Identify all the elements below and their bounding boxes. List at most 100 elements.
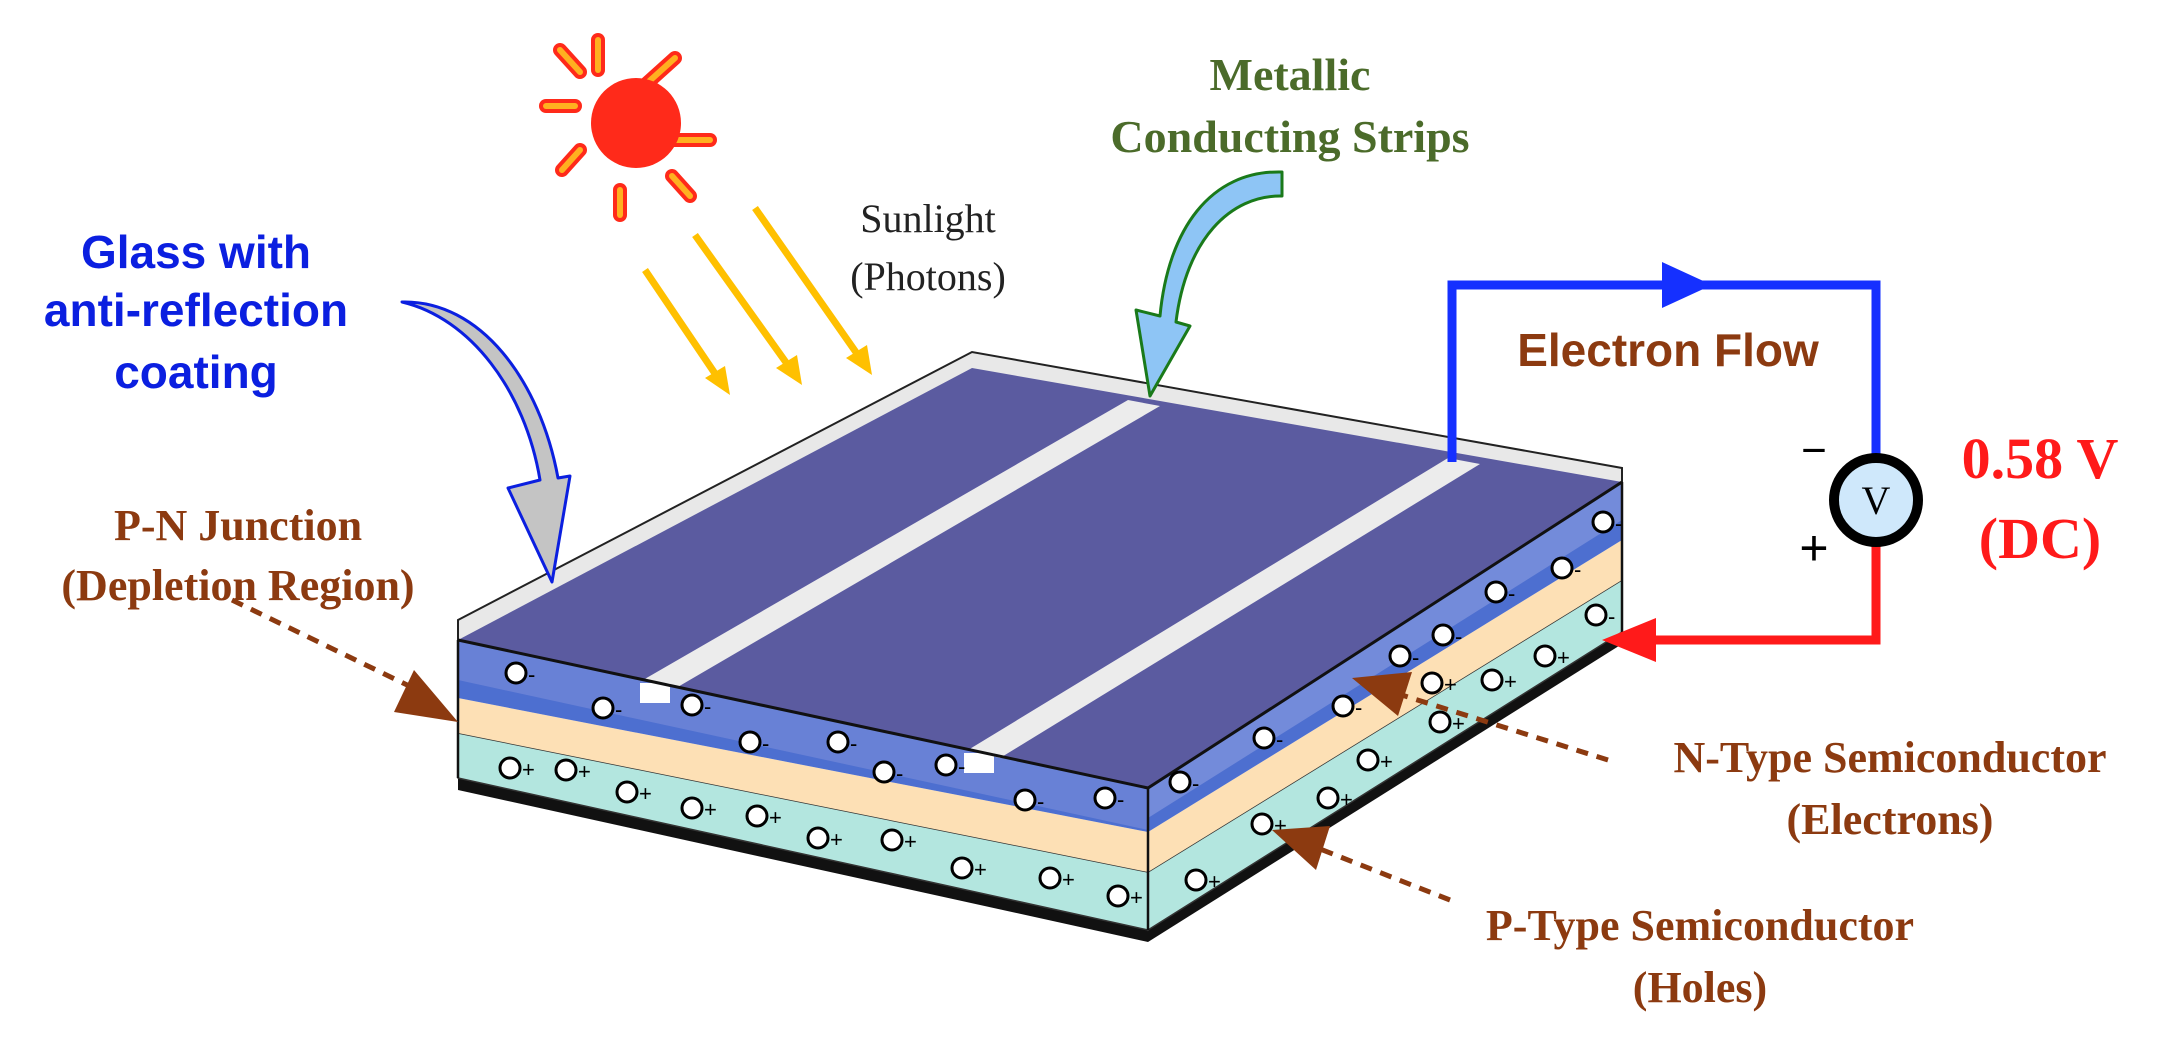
back-contact-side [1148, 632, 1622, 942]
hole-sign: + [904, 829, 917, 854]
electron-circle [591, 696, 615, 720]
p-type-pointer [1291, 835, 1451, 903]
metallic-callout-arrow [1134, 170, 1284, 398]
electron-circle [872, 760, 896, 784]
hole-circle [1420, 671, 1444, 695]
pn-junction-pointer [230, 597, 440, 703]
p-type-label: P-Type Semiconductor (Holes) [1486, 901, 1914, 1012]
hole-sign: + [769, 805, 782, 830]
negative-terminal: − [1801, 426, 1827, 475]
back-contact-front [458, 778, 1148, 942]
electron-sign: - [528, 662, 535, 687]
solar-cell [456, 350, 1624, 942]
hole-circle [615, 780, 639, 804]
n-type-line1: N-Type Semiconductor [1673, 733, 2106, 782]
voltage-type: (DC) [1979, 506, 2101, 571]
electron-sign: - [896, 761, 903, 786]
metallic-label: Metallic Conducting Strips [1110, 49, 1469, 162]
electron-circle [826, 730, 850, 754]
glass-label-line1: Glass with [81, 226, 311, 278]
hole-sign: + [1557, 645, 1570, 670]
p-type-line1: P-Type Semiconductor [1486, 901, 1914, 950]
electron-sign: - [958, 754, 965, 779]
electron-circle [1550, 556, 1574, 580]
p-type-line2: (Holes) [1633, 963, 1767, 1012]
strip-end [640, 683, 670, 703]
depletion-layer-side [1148, 540, 1622, 872]
hole-circle [950, 856, 974, 880]
strip-end [964, 753, 994, 773]
pn-junction-line1: P-N Junction [114, 501, 362, 550]
metallic-label-line2: Conducting Strips [1110, 111, 1469, 162]
hole-circle [1038, 866, 1062, 890]
hole-circle [1250, 812, 1274, 836]
hole-sign: + [830, 827, 843, 852]
glass-callout-arrow [400, 300, 572, 584]
sunlight-label: Sunlight (Photons) [850, 196, 1006, 299]
pointer-heads [394, 670, 1412, 870]
electron-circle [1331, 694, 1355, 718]
electron-circle [1591, 510, 1615, 534]
hole-circle [1480, 668, 1504, 692]
hole-circle [1428, 710, 1452, 734]
external-circuit: V − + [1447, 262, 1923, 662]
metallic-label-line1: Metallic [1210, 49, 1371, 100]
glass-label-line3: coating [114, 346, 278, 398]
metallic-strip [643, 400, 1160, 688]
electron-sign: - [1508, 581, 1515, 606]
electron-sign: - [1455, 624, 1462, 649]
hole-circle [1316, 786, 1340, 810]
cell-top-surface [458, 368, 1622, 788]
photon-arrows [642, 205, 872, 395]
sun-disc [591, 78, 681, 168]
hole-circle [1533, 644, 1557, 668]
hole-sign: + [578, 759, 591, 784]
electron-sign: - [1615, 511, 1622, 536]
positive-wire [1648, 545, 1881, 645]
positive-terminal: + [1799, 520, 1828, 576]
electron-circle [504, 661, 528, 685]
voltage-label: 0.58 V (DC) [1962, 426, 2119, 571]
electron-sign: - [1412, 645, 1419, 670]
charge-carriers: ------------------++++++++++++++++++ [498, 510, 1622, 910]
electron-circle [934, 753, 958, 777]
hole-sign: + [1452, 711, 1465, 736]
electron-circle [1431, 623, 1455, 647]
electron-sign: - [1276, 727, 1283, 752]
hole-circle [880, 828, 904, 852]
hole-sign: + [1208, 869, 1221, 894]
hole-circle [1356, 748, 1380, 772]
electron-circle [1484, 580, 1508, 604]
hole-sign: + [1504, 669, 1517, 694]
hole-circle [554, 758, 578, 782]
glass-label-line2: anti-reflection [44, 284, 348, 336]
pn-junction-line2: (Depletion Region) [61, 561, 414, 610]
hole-circle [806, 826, 830, 850]
voltage-value: 0.58 V [1962, 426, 2119, 491]
hole-circle [1184, 868, 1208, 892]
sun-icon [539, 33, 717, 222]
hole-circle [680, 796, 704, 820]
hole-circle [1106, 884, 1130, 908]
electron-circle [680, 693, 704, 717]
n-type-label: N-Type Semiconductor (Electrons) [1673, 733, 2106, 844]
electron-sign: - [762, 731, 769, 756]
electron-sign: - [1117, 787, 1124, 812]
electron-sign: - [1574, 557, 1581, 582]
electron-flow-label: Electron Flow [1517, 324, 1819, 376]
electron-sign: - [615, 697, 622, 722]
electron-circle [1168, 770, 1192, 794]
pointer-arrows [230, 597, 1609, 903]
electron-sign: - [1192, 771, 1199, 796]
pn-junction-label: P-N Junction (Depletion Region) [61, 501, 414, 610]
hole-sign: + [522, 757, 535, 782]
electron-sign: - [1355, 695, 1362, 720]
glass-label: Glass with anti-reflection coating [44, 226, 348, 398]
electron-circle [1013, 788, 1037, 812]
electron-flow-arrow [1662, 262, 1712, 308]
hole-sign: + [704, 797, 717, 822]
hole-sign: + [1340, 787, 1353, 812]
electron-circle [738, 730, 762, 754]
current-arrow [1602, 618, 1656, 662]
voltmeter-icon: V [1829, 453, 1923, 547]
